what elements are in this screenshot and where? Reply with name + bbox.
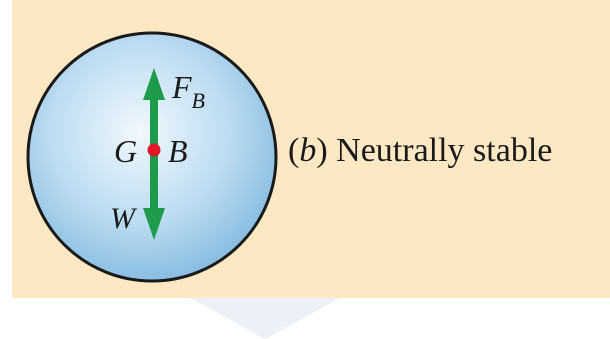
weight-arrowhead bbox=[143, 208, 165, 240]
caption-open-paren: ( bbox=[288, 132, 300, 169]
buoyant-force-arrow-shaft bbox=[150, 96, 158, 148]
weight-label: W bbox=[110, 202, 138, 235]
buoyant-force-arrowhead bbox=[143, 68, 165, 100]
figure-caption: (b) Neutrally stable bbox=[288, 132, 552, 170]
caption-close-paren: ) bbox=[316, 132, 328, 169]
weight-arrow-shaft bbox=[150, 152, 158, 212]
center-point bbox=[147, 143, 161, 157]
watermark-shape bbox=[190, 298, 340, 339]
caption-letter: b bbox=[299, 132, 317, 169]
center-buoyancy-label: B bbox=[168, 133, 188, 169]
center-gravity-label: G bbox=[114, 133, 137, 169]
caption-text: Neutrally stable bbox=[327, 132, 553, 169]
buoyant-force-label: FB bbox=[171, 69, 205, 113]
